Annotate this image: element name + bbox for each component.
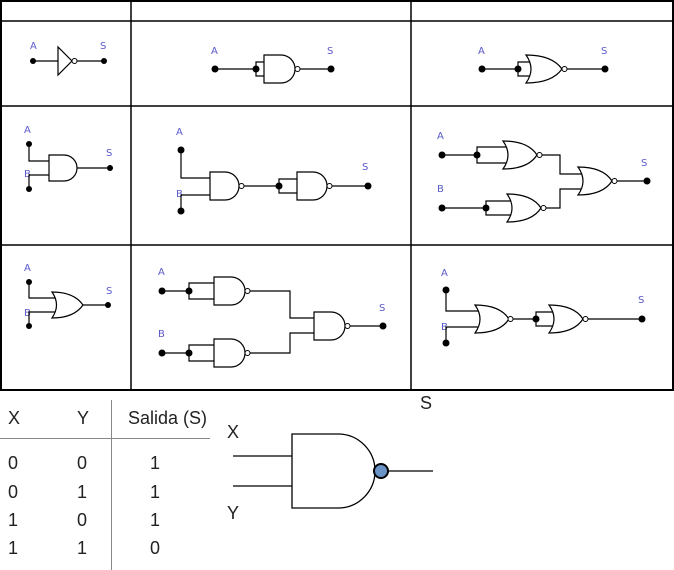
cell-s: 1: [150, 482, 161, 502]
cell-or-gate: A B S: [24, 263, 112, 329]
label-a: A: [441, 268, 448, 279]
label-s: S: [601, 46, 607, 57]
label-a: A: [478, 46, 485, 57]
label-s: S: [327, 46, 333, 57]
or-gate-icon: [50, 291, 84, 319]
label-a: A: [24, 263, 31, 274]
header-y: Y: [77, 408, 90, 428]
label-a: A: [211, 46, 218, 57]
nand-gate-icon: [263, 54, 296, 84]
cell-x: 0: [8, 482, 19, 502]
header-divider: [0, 438, 210, 439]
label-a: A: [30, 41, 37, 52]
label-b: B: [24, 169, 31, 180]
header-salida: Salida (S): [128, 408, 208, 428]
label-s: S: [379, 303, 385, 314]
truth-table: X Y Salida (S) 0 0 1 0 1 1 1 0 1 1 1 0: [0, 400, 210, 570]
logic-gate-grid: A S A S A S A B S: [0, 0, 674, 391]
not-gate-icon: [57, 45, 73, 77]
label-s: S: [638, 295, 644, 306]
cell-nand-network: A B S: [158, 267, 387, 368]
label-a: A: [24, 125, 31, 136]
label-b: B: [437, 184, 444, 195]
label-s: S: [100, 41, 106, 52]
cell-x: 1: [8, 510, 19, 530]
cell-y: 1: [77, 538, 88, 558]
cell-nor-tied: A S: [478, 46, 609, 84]
nor-gate-icon: [576, 166, 613, 196]
label-input-y: Y: [227, 503, 239, 523]
nand-gate-icon: [296, 171, 328, 201]
label-a: A: [176, 127, 183, 138]
nor-gate-icon: [547, 304, 584, 334]
cell-s: 0: [150, 538, 161, 558]
label-a: A: [437, 131, 444, 142]
cell-nand-chain: A B S: [176, 127, 372, 215]
header-x: X: [8, 408, 21, 428]
cell-y: 1: [77, 482, 88, 502]
nand-gate-icon: [291, 433, 376, 509]
cell-nand-tied: A S: [211, 46, 335, 84]
cell-x: 0: [8, 453, 19, 473]
label-input-x: X: [227, 422, 239, 442]
and-gate-icon: [48, 154, 78, 182]
label-a: A: [158, 267, 165, 278]
cell-nor-network: A B S: [437, 131, 651, 223]
label-output-s: S: [420, 393, 432, 413]
cell-not-gate: A S: [30, 41, 107, 77]
negation-bubble: [373, 463, 389, 479]
cell-s: 1: [150, 453, 161, 473]
cell-or-nor-chain: A B S: [441, 268, 646, 347]
nor-gate-icon: [524, 54, 563, 84]
label-b: B: [24, 308, 31, 319]
label-s: S: [106, 148, 112, 159]
nor-gate-icon: [505, 193, 542, 223]
or-nor-gate-icon: [473, 304, 510, 334]
nor-gate-icon: [501, 140, 538, 170]
label-b: B: [176, 189, 183, 200]
nand-gate-icon: [213, 276, 246, 306]
label-s: S: [106, 286, 112, 297]
column-divider: [111, 400, 112, 570]
cell-y: 0: [77, 510, 88, 530]
label-s: S: [641, 158, 647, 169]
cell-y: 0: [77, 453, 88, 473]
nand-gate-icon: [209, 171, 240, 201]
cell-x: 1: [8, 538, 19, 558]
grid-border: [0, 0, 674, 391]
label-s: S: [362, 162, 368, 173]
label-b: B: [441, 322, 448, 333]
cell-s: 1: [150, 510, 161, 530]
label-b: B: [158, 329, 165, 340]
cell-and-gate: A B S: [24, 125, 113, 192]
nand-gate-icon: [313, 311, 346, 341]
nand-gate-icon: [213, 338, 246, 368]
large-nand-gate: S X Y: [227, 393, 433, 523]
